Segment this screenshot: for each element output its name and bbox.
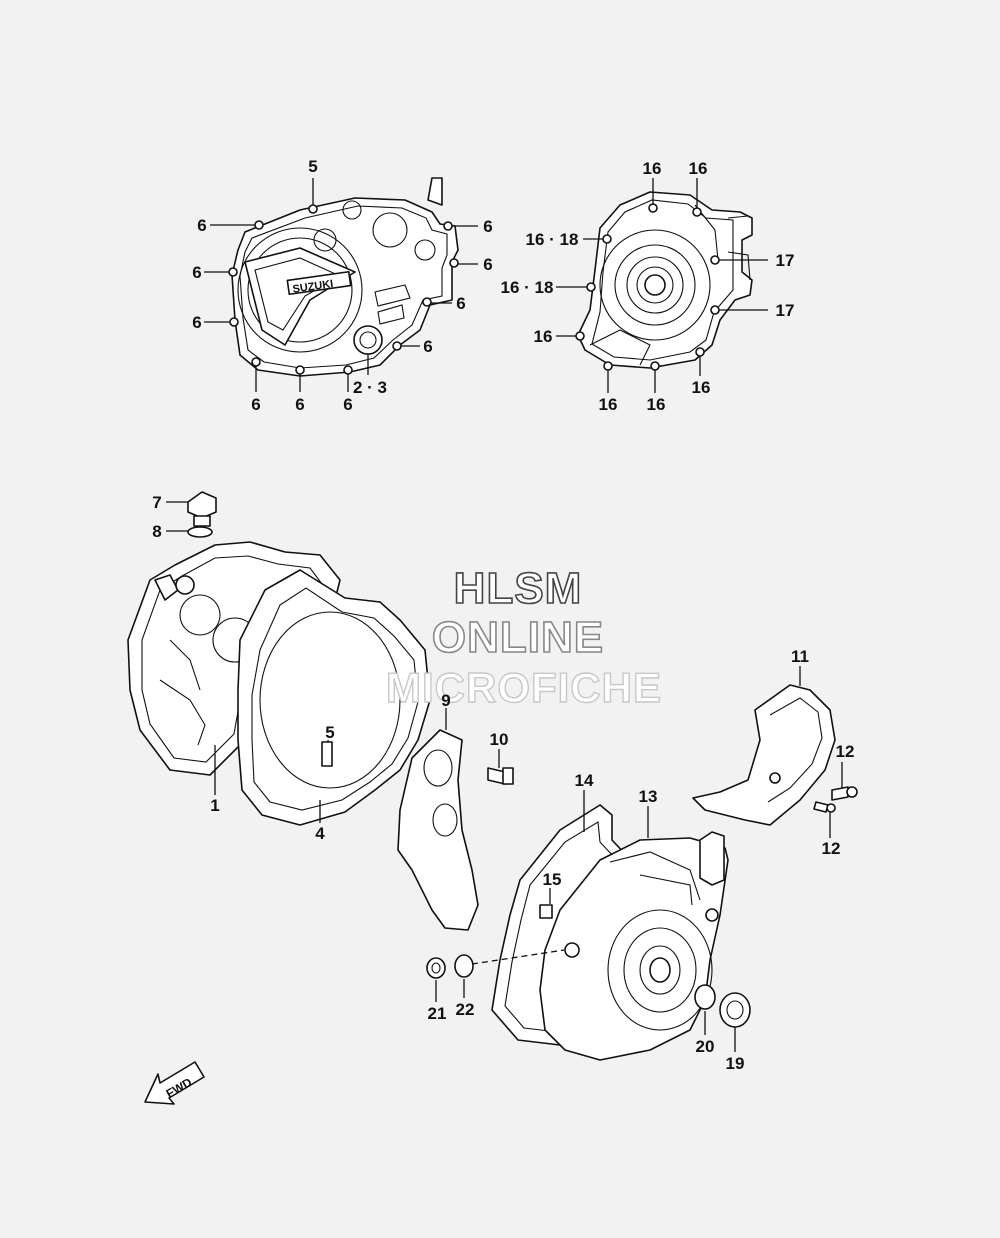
callout-6-d: 6 xyxy=(251,395,260,414)
watermark-line-2: ONLINE xyxy=(432,613,604,662)
callout-labels: 5 6 6 6 6 6 6 2 · 3 6 6 6 6 16 16 16 · 1… xyxy=(152,157,854,1073)
callout-22: 22 xyxy=(456,1000,475,1019)
callout-12-a: 12 xyxy=(836,742,855,761)
callout-15: 15 xyxy=(543,870,562,889)
callout-16-f: 16 xyxy=(692,378,711,397)
screw-12-b xyxy=(813,801,836,813)
callout-13: 13 xyxy=(639,787,658,806)
callout-5-low: 5 xyxy=(325,723,334,742)
callout-14: 14 xyxy=(575,771,594,790)
gasket-4 xyxy=(237,569,431,826)
callout-16-e: 16 xyxy=(647,395,666,414)
callout-6-e: 6 xyxy=(295,395,304,414)
callout-6-g: 6 xyxy=(423,337,432,356)
dowel-pin-15 xyxy=(539,904,553,919)
generator-cover xyxy=(575,191,753,371)
watermark-line-3: MICROFICHE xyxy=(386,664,662,711)
dowel-pin-5 xyxy=(321,741,333,767)
callout-6-i: 6 xyxy=(483,255,492,274)
callout-6-j: 6 xyxy=(483,217,492,236)
suzuki-logo: SUZUKI xyxy=(292,278,334,296)
callout-6-f: 6 xyxy=(343,395,352,414)
callout-7: 7 xyxy=(152,493,161,512)
callout-21: 21 xyxy=(428,1004,447,1023)
watermark-line-1: HLSM xyxy=(454,564,583,613)
callout-2-3: 2 · 3 xyxy=(353,378,387,397)
callout-8: 8 xyxy=(152,522,161,541)
callout-17-b: 17 xyxy=(776,301,795,320)
plug-21 xyxy=(426,957,446,979)
o-ring-22 xyxy=(454,954,474,978)
callout-16-c: 16 xyxy=(534,327,553,346)
callout-10: 10 xyxy=(490,730,509,749)
o-ring-8 xyxy=(187,526,213,538)
callout-6-a: 6 xyxy=(197,216,206,235)
callout-11: 11 xyxy=(791,647,809,666)
callout-9: 9 xyxy=(441,691,450,710)
watermark: HLSM ONLINE MICROFICHE xyxy=(385,563,662,712)
clutch-cover: SUZUKI xyxy=(228,177,459,377)
callout-20: 20 xyxy=(696,1037,715,1056)
callout-16-b: 16 xyxy=(689,159,708,178)
generator-cover-13 xyxy=(539,831,729,1061)
gasket-9 xyxy=(397,729,479,931)
callout-19: 19 xyxy=(726,1054,745,1073)
leader-lines xyxy=(166,178,843,1052)
oil-filler-cap xyxy=(187,491,217,527)
fwd-arrow: FWD xyxy=(144,1061,205,1105)
callout-17-a: 17 xyxy=(776,251,795,270)
callout-16-d: 16 xyxy=(599,395,618,414)
callout-5-top: 5 xyxy=(308,157,317,176)
callout-4: 4 xyxy=(315,824,325,843)
cover-11 xyxy=(692,684,836,826)
callout-1: 1 xyxy=(210,796,219,815)
callout-16-18-a: 16 · 18 xyxy=(526,230,579,249)
callout-6-b: 6 xyxy=(192,263,201,282)
screw-12-a xyxy=(831,786,858,801)
plug-19 xyxy=(719,992,751,1028)
callout-6-c: 6 xyxy=(192,313,201,332)
o-ring-20 xyxy=(694,984,716,1010)
callout-16-18-b: 16 · 18 xyxy=(501,278,554,297)
callout-6-h: 6 xyxy=(456,294,465,313)
bolt-10 xyxy=(487,767,514,785)
callout-16-a: 16 xyxy=(643,159,662,178)
callout-12-b: 12 xyxy=(822,839,841,858)
